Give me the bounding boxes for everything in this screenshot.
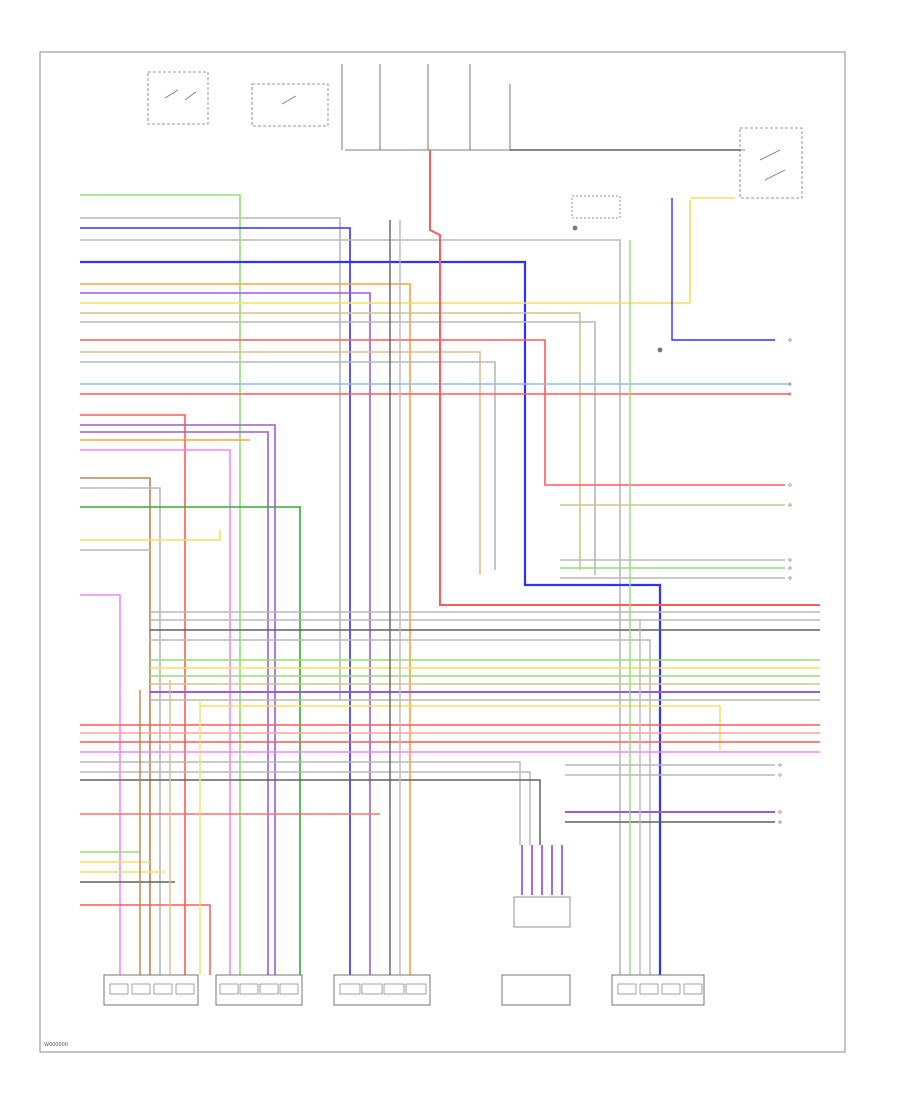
wire-orange-1 — [80, 283, 411, 975]
wire-blue-main — [80, 260, 662, 975]
wire-bundle-right — [80, 611, 820, 975]
wire-red-1 — [80, 339, 785, 486]
wire-bus-upper — [80, 194, 790, 980]
wire-tan-2 — [80, 351, 481, 575]
diagram-code: W000000 — [44, 1042, 69, 1048]
wire-drops — [139, 220, 641, 975]
junction-connector — [513, 845, 571, 928]
wire-gray-4 — [80, 361, 496, 570]
switch-box-left — [147, 71, 209, 125]
wire-yellow-1 — [80, 200, 691, 304]
wire-violet-1 — [80, 292, 371, 975]
wire-gray-1 — [80, 217, 341, 700]
motor-pins — [109, 983, 703, 995]
right-terminal-pins — [778, 338, 792, 824]
switch-box-center — [251, 83, 329, 127]
heat-switch-right — [739, 127, 803, 199]
wire-brown-l1 — [80, 477, 151, 975]
wire-violet-l2 — [80, 431, 269, 975]
wire-pink-l1 — [80, 449, 231, 975]
wire-bus-lower — [80, 414, 301, 975]
control-module — [501, 974, 571, 1006]
wire-green-l1 — [80, 506, 301, 975]
wire-yellow-l1 — [80, 530, 221, 541]
wire-red-l1 — [80, 414, 186, 975]
wire-gray-2 — [80, 239, 621, 975]
wire-gray-l1 — [80, 487, 161, 975]
small-relay — [571, 195, 621, 219]
top-components — [147, 71, 803, 353]
wire-pink-l2 — [80, 594, 121, 975]
fuse-feeds — [341, 64, 745, 151]
wire-green-top — [80, 194, 241, 980]
wire-right-feeds — [429, 149, 820, 606]
right-front-motor — [215, 974, 303, 1006]
left-front-motor — [103, 974, 199, 1006]
wire-blue-1 — [80, 227, 351, 975]
wire-violet-l1 — [80, 424, 276, 975]
wire-gray-3 — [80, 321, 596, 575]
diagram-frame — [39, 51, 846, 1053]
